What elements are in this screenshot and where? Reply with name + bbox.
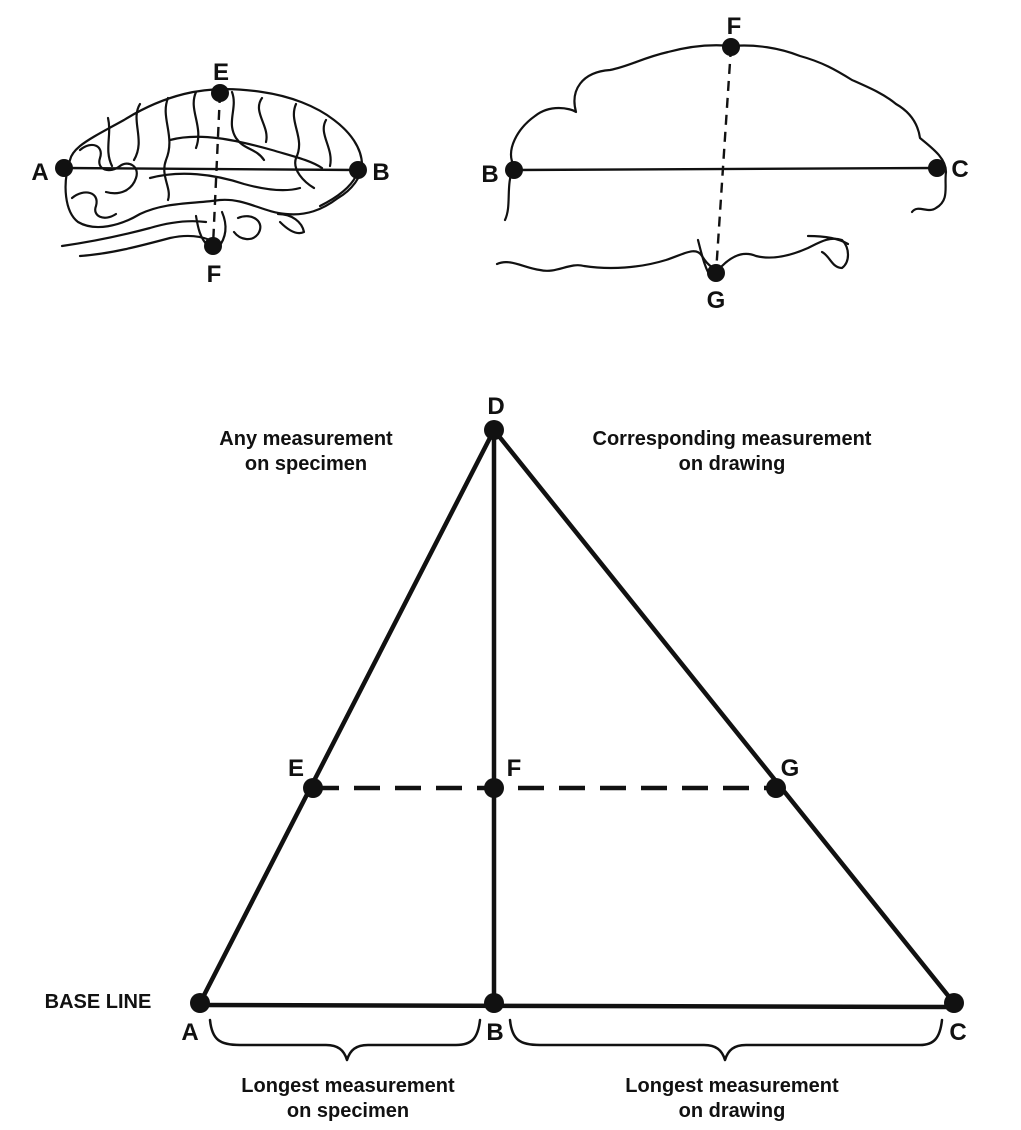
brain-diagram (60, 88, 364, 258)
triangle-label-c: C (949, 1019, 966, 1046)
brain-parietal-fold (257, 96, 268, 144)
outline-label-b: B (481, 161, 498, 188)
triangle-label-b: B (486, 1019, 503, 1046)
brain-central-fold (163, 96, 171, 202)
triangle-diagram (197, 427, 957, 1010)
outline-point-f (722, 38, 740, 56)
caption-line: Corresponding measurement (593, 428, 872, 450)
brain-label-e: E (213, 59, 229, 86)
caption-line: Longest measurement (625, 1075, 839, 1097)
brain-cerebellum (232, 215, 262, 241)
outline-point-c (928, 159, 946, 177)
triangle-label-g: G (781, 755, 800, 782)
caption-longest-measurement-on-drawing: Longest measurement on drawing (625, 1075, 839, 1122)
triangle-point-g (766, 778, 786, 798)
outline-dashed-line-f-g (714, 46, 733, 274)
bracket-drawing (508, 1018, 944, 1062)
caption-any-measurement-on-specimen: Any measurement on specimen (219, 428, 393, 475)
outline-lower-contour (495, 237, 850, 272)
brain-frontal-cluster (70, 191, 118, 219)
outline-label-f: F (727, 13, 742, 40)
caption-corresponding-measurement-on-drawing: Corresponding measurement on drawing (593, 428, 872, 475)
outline-point-b (505, 161, 523, 179)
brain-point-a (55, 159, 73, 177)
brain-frontal-fold (132, 102, 142, 162)
triangle-base-a-c (197, 1002, 957, 1010)
triangle-label-f: F (507, 755, 522, 782)
caption-line: Any measurement (219, 428, 393, 450)
triangle-point-e (303, 778, 323, 798)
brain-measurements: A B E F (31, 59, 389, 288)
brain-point-b (349, 161, 367, 179)
outline-lower-fold (806, 234, 850, 246)
brain-frontal-cluster (78, 143, 138, 195)
triangle-label-d: D (487, 393, 504, 420)
triangle-label-a: A (181, 1019, 198, 1046)
triangle-point-f (484, 778, 504, 798)
brain-occipital-tip (318, 174, 358, 208)
outline-diagram (495, 44, 948, 280)
caption-longest-measurement-on-specimen: Longest measurement on specimen (241, 1075, 455, 1122)
caption-line: on specimen (287, 1100, 409, 1122)
caption-line: Longest measurement (241, 1075, 455, 1097)
brain-point-f (204, 237, 222, 255)
triangle-points (190, 420, 964, 1013)
brain-occipital-fold (292, 102, 316, 190)
triangle-point-labels: D E F G A B C (181, 393, 966, 1046)
brain-temporal-fold (148, 172, 302, 192)
brain-label-b: B (372, 159, 389, 186)
outline-measurements: B C F G (481, 13, 968, 314)
brain-parietal-fold (230, 90, 266, 162)
outline-line-b-c (513, 166, 938, 172)
brain-parietal-fold (192, 90, 200, 150)
brain-label-f: F (207, 261, 222, 288)
brain-point-e (211, 84, 229, 102)
triangle-point-b (484, 993, 504, 1013)
triangle-label-e: E (288, 755, 304, 782)
brain-dashed-line-e-f (211, 92, 222, 247)
caption-line: on specimen (245, 453, 367, 475)
triangle-point-c (944, 993, 964, 1013)
brain-frontal-fold (106, 116, 114, 168)
triangle-point-d (484, 420, 504, 440)
brain-temporal-fissure (168, 135, 324, 170)
outline-label-c: C (951, 156, 968, 183)
brain-line-a-b (63, 166, 359, 172)
triangle-side-d-c (491, 427, 957, 1006)
caption-line: on drawing (679, 1100, 786, 1122)
triangle-side-a-d (197, 427, 497, 1006)
caption-line: on drawing (679, 453, 786, 475)
base-line-label: BASE LINE (45, 991, 152, 1013)
brain-underside (60, 220, 208, 248)
brain-occipital-fold (322, 118, 332, 168)
brain-cerebellum (276, 212, 306, 235)
brain-label-a: A (31, 159, 48, 186)
outline-point-g (707, 264, 725, 282)
bracket-specimen (208, 1018, 482, 1062)
triangle-point-a (190, 993, 210, 1013)
brain-underside (78, 234, 212, 258)
outline-label-g: G (707, 287, 726, 314)
brackets (208, 1018, 944, 1062)
